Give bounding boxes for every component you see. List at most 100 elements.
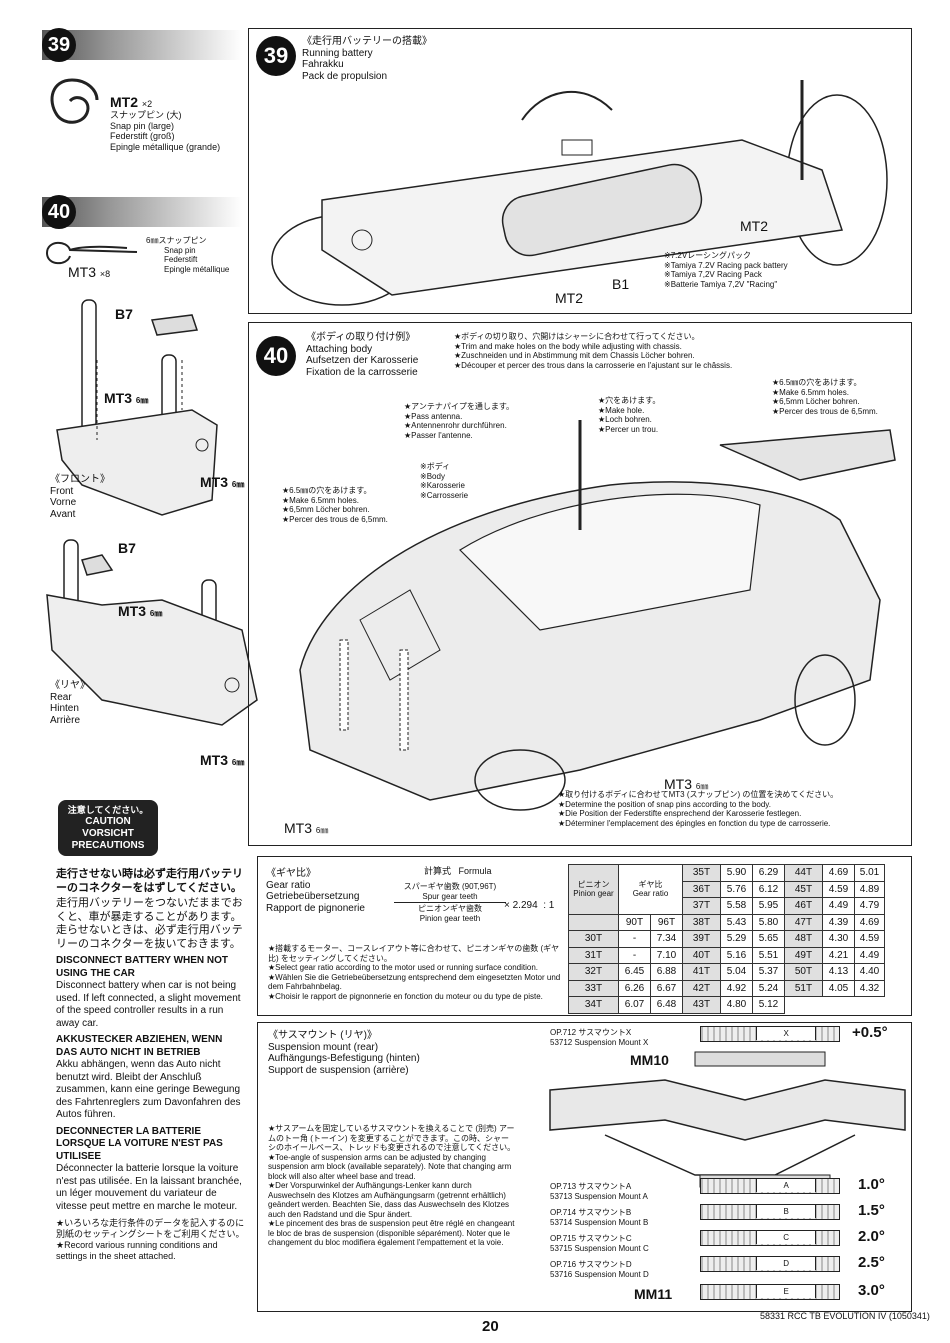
label-mt3-rear-a: MT3 6㎜ bbox=[118, 603, 163, 619]
gear-cell: 49T bbox=[784, 946, 823, 964]
gear-cell: 6.45 bbox=[618, 963, 651, 981]
gear-cell: 5.43 bbox=[720, 913, 753, 931]
step-40-number: 40 bbox=[42, 195, 76, 229]
footer-code: 58331 RCC TB EVOLUTION IV (1050341) bbox=[760, 1311, 930, 1321]
front-label: 《フロント》 Front Vorne Avant bbox=[50, 474, 110, 520]
gear-cell: 42T bbox=[682, 979, 721, 997]
gear-cell: 5.12 bbox=[752, 996, 785, 1014]
mount-c-angle: 2.0° bbox=[858, 1228, 885, 1245]
gear-cell: 40T bbox=[682, 946, 721, 964]
label-mt2-bottom: MT2 bbox=[555, 290, 583, 306]
mount-x-bar: X bbox=[700, 1026, 840, 1042]
battery-note: ※7.2Vレーシングパック ※Tamiya 7.2V Racing pack b… bbox=[664, 251, 788, 289]
gear-cell: - bbox=[618, 946, 651, 964]
gear-cell: 5.58 bbox=[720, 897, 753, 915]
label-mt3-rear-b: MT3 6㎜ bbox=[200, 752, 245, 768]
gear-cell: 46T bbox=[784, 897, 823, 915]
antenna-note: ★アンテナパイプを通します。 ★Pass antenna. ★Antennenr… bbox=[404, 402, 515, 440]
gear-cell: 5.04 bbox=[720, 963, 753, 981]
label-mt3-front-a: MT3 6㎜ bbox=[104, 390, 149, 406]
gear-cell: 4.13 bbox=[822, 963, 855, 981]
mount-e-bar: E bbox=[700, 1284, 840, 1300]
label-mt2-right: MT2 bbox=[740, 218, 768, 234]
trim-note: ★ボディの切り取り、穴開けはシャーシに合わせて行ってください。 ★Trim an… bbox=[454, 332, 733, 370]
gear-cell: 5.95 bbox=[752, 897, 785, 915]
gear-cell: 4.59 bbox=[854, 930, 885, 948]
part-mt2-desc: スナップピン (大) Snap pin (large) Federstift (… bbox=[110, 110, 221, 152]
gear-cell: 44T bbox=[784, 864, 823, 882]
hole-65-left-note: ★6.5㎜の穴をあけます。 ★Make 6.5mm holes. ★6,5mm … bbox=[282, 486, 388, 524]
gear-cell: 4.21 bbox=[822, 946, 855, 964]
gear-multiplier: × 2.294 : 1 bbox=[504, 900, 555, 911]
gear-cell: 43T bbox=[682, 996, 721, 1014]
gear-cell: 4.79 bbox=[854, 897, 885, 915]
caution-badge: 注意してください。 CAUTION VORSICHT PRECAUTIONS bbox=[58, 800, 158, 856]
gear-cell: 30T bbox=[568, 930, 619, 948]
step-39-title: 《走行用バッテリーの搭載》 Running battery Fahrakku P… bbox=[302, 36, 432, 82]
label-b1: B1 bbox=[612, 276, 630, 292]
mount-a-angle: 1.0° bbox=[858, 1176, 885, 1193]
gear-cell: 4.69 bbox=[822, 864, 855, 882]
gear-cell: 5.80 bbox=[752, 913, 785, 931]
page-number: 20 bbox=[482, 1318, 499, 1335]
gear-cell: 4.89 bbox=[854, 880, 885, 898]
gear-cell: 39T bbox=[682, 930, 721, 948]
body-note: ※ボディ ※Body ※Karosserie ※Carrosserie bbox=[420, 462, 469, 500]
mount-e-angle: 3.0° bbox=[858, 1282, 885, 1299]
gear-cell: 4.92 bbox=[720, 979, 753, 997]
suspension-title: 《サスマウント (リヤ)》 Suspension mount (rear) Au… bbox=[268, 1030, 420, 1076]
snap-pin-large-icon bbox=[50, 78, 99, 124]
mount-b-bar: B bbox=[700, 1204, 840, 1220]
gear-cell: 31T bbox=[568, 946, 619, 964]
gear-cell: 5.51 bbox=[752, 946, 785, 964]
gear-hdr-96: 96T bbox=[650, 913, 683, 931]
snap-pin-icon bbox=[46, 241, 138, 265]
gear-hdr-90: 90T bbox=[618, 913, 651, 931]
gear-cell: 6.88 bbox=[650, 963, 683, 981]
gear-cell: 5.37 bbox=[752, 963, 785, 981]
mount-d-angle: 2.5° bbox=[858, 1254, 885, 1271]
gear-cell: 34T bbox=[568, 996, 619, 1014]
hole-65-right-note: ★6.5㎜の穴をあけます。 ★Make 6.5mm holes. ★6,5mm … bbox=[772, 378, 878, 416]
gear-cell: 7.10 bbox=[650, 946, 683, 964]
mount-x-angle: +0.5° bbox=[852, 1024, 888, 1041]
gear-cell: 33T bbox=[568, 979, 619, 997]
gear-note: ★搭載するモーター、コースレイアウト等に合わせて、ピニオンギヤの歯数 (ギヤ比)… bbox=[268, 944, 561, 1001]
label-mt3-body-left: MT3 6㎜ bbox=[284, 820, 329, 836]
gear-cell: - bbox=[618, 930, 651, 948]
step-40-badge: 40 bbox=[256, 336, 296, 376]
rear-label: 《リヤ》 Rear Hinten Arrière bbox=[50, 680, 90, 726]
gear-cell: 6.07 bbox=[618, 996, 651, 1014]
label-mt3-front-b: MT3 6㎜ bbox=[200, 474, 245, 490]
gear-cell: 6.12 bbox=[752, 880, 785, 898]
gear-cell bbox=[568, 913, 619, 931]
hole-note: ★穴をあけます。 ★Make hole. ★Loch bohren. ★Perc… bbox=[598, 396, 661, 434]
gear-cell: 5.90 bbox=[720, 864, 753, 882]
gear-cell: 4.59 bbox=[822, 880, 855, 898]
label-b7-front: B7 bbox=[115, 306, 133, 322]
gear-cell: 4.30 bbox=[822, 930, 855, 948]
gear-cell: 5.01 bbox=[854, 864, 885, 882]
gear-cell: 37T bbox=[682, 897, 721, 915]
suspension-note: ★サスアームを固定しているサスマウントを換えることで (別売) アームのトー角 … bbox=[268, 1124, 516, 1247]
rear-body-post-illustration bbox=[46, 539, 258, 726]
gear-cell: 4.69 bbox=[854, 913, 885, 931]
gear-cell: 5.29 bbox=[720, 930, 753, 948]
gear-cell: 32T bbox=[568, 963, 619, 981]
gear-cell: 6.48 bbox=[650, 996, 683, 1014]
gear-cell: 5.24 bbox=[752, 979, 785, 997]
label-mm10: MM10 bbox=[630, 1052, 669, 1068]
step-39-badge: 39 bbox=[256, 36, 296, 76]
gear-cell: 38T bbox=[682, 913, 721, 931]
label-mm11: MM11 bbox=[634, 1286, 673, 1302]
gear-cell: 35T bbox=[682, 864, 721, 882]
gear-formula-label: 計算式 Formula bbox=[424, 866, 492, 876]
mount-c-bar: C bbox=[700, 1230, 840, 1246]
